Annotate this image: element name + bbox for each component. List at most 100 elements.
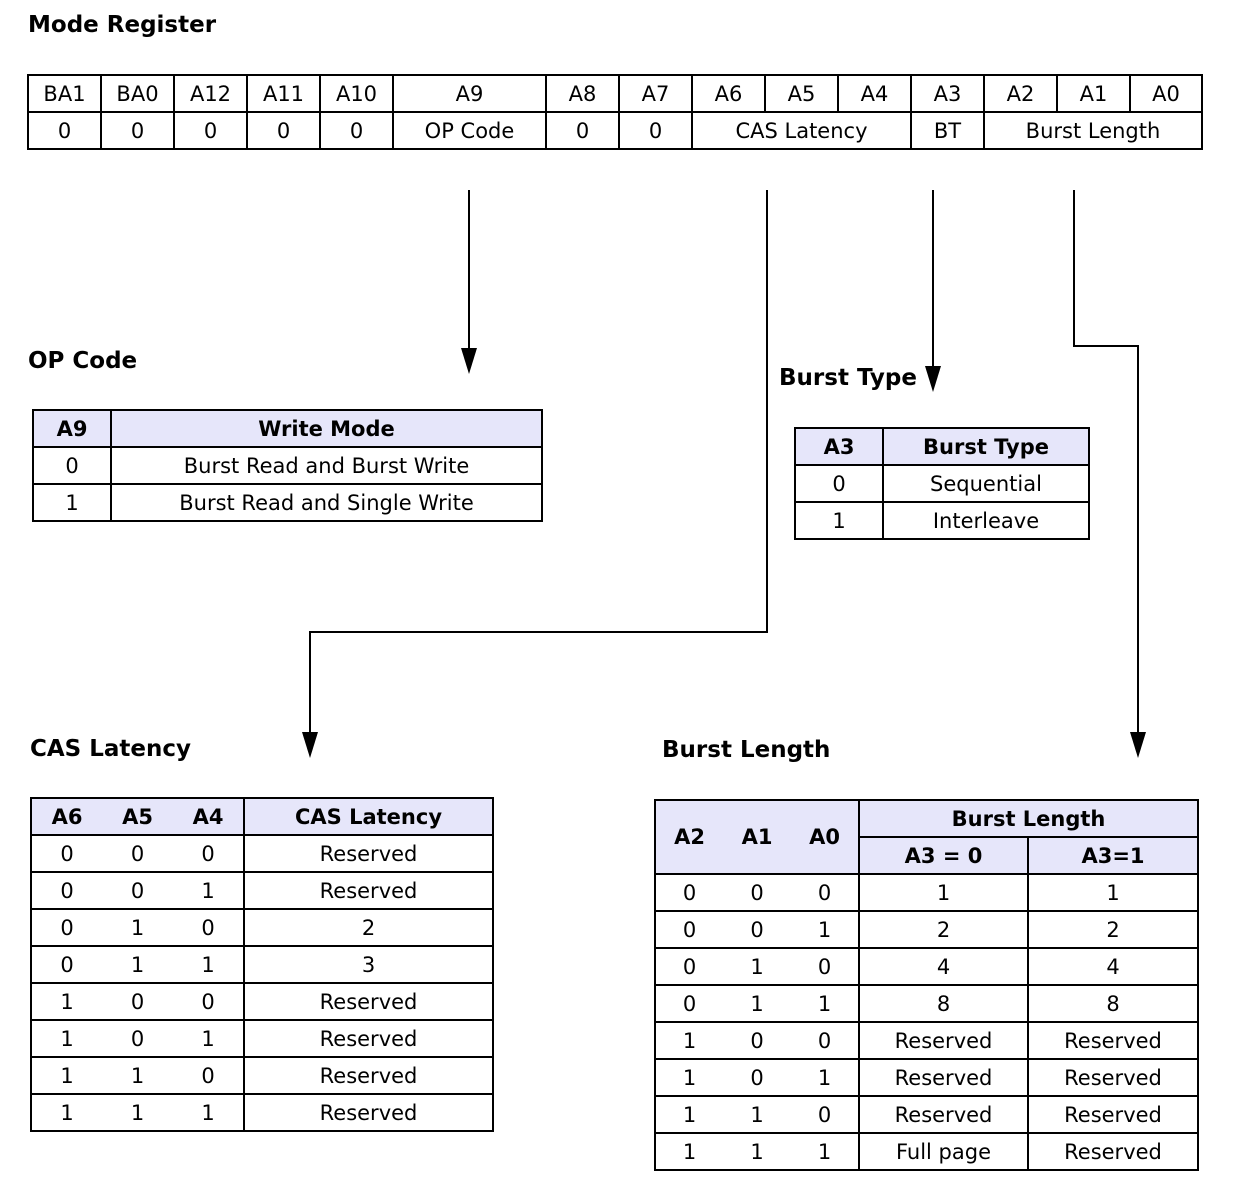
- cas-latency-row-cell: 0: [30, 945, 102, 984]
- cas-latency-row-cell: 0: [30, 908, 102, 947]
- cas-latency-row-cell: 1: [102, 1093, 173, 1132]
- burst-length-row-cell: 1: [858, 873, 1029, 912]
- burst-length-row-cell: Full page: [858, 1132, 1029, 1171]
- burst-length-row-cell: Reserved: [858, 1021, 1029, 1060]
- cas-latency-row-cell: 3: [243, 945, 494, 984]
- burst-type-row-cell: Interleave: [882, 501, 1090, 540]
- cas-latency-row-cell: 0: [173, 982, 245, 1021]
- mode-bit-ba0: BA0: [100, 74, 175, 113]
- cas-latency-row-cell: Reserved: [243, 1093, 494, 1132]
- burst-length-row-cell: Reserved: [1026, 1021, 1200, 1060]
- mode-bit-a1: A1: [1056, 74, 1131, 113]
- burst-length-row-cell: 0: [723, 910, 791, 949]
- mode-value-cell: OP Code: [392, 111, 547, 150]
- burst-length-row-cell: 0: [791, 947, 860, 986]
- bl-header-a1: A1: [723, 799, 791, 875]
- bl-header-a0: A0: [791, 799, 860, 875]
- burst-length-row-cell: 0: [791, 1021, 860, 1060]
- cas-latency-row-cell: 1: [30, 1019, 102, 1058]
- burst-length-row-cell: 0: [723, 1058, 791, 1097]
- op-code-row-cell: 0: [32, 446, 112, 485]
- burst-length-row-cell: 1: [723, 1095, 791, 1134]
- mode-value-cell: BT: [910, 111, 985, 150]
- burst-type-header-a3: A3: [794, 427, 884, 466]
- cas-latency-row-cell: 0: [173, 908, 245, 947]
- mode-bit-a8: A8: [545, 74, 620, 113]
- cas-header-a4: A4: [173, 797, 245, 836]
- mode-bit-a4: A4: [837, 74, 912, 113]
- mode-value-cell: Burst Length: [983, 111, 1203, 150]
- burst-length-row-cell: Reserved: [1026, 1132, 1200, 1171]
- mode-bit-a7: A7: [618, 74, 693, 113]
- cas-latency-row-cell: 1: [30, 1056, 102, 1095]
- burst-length-row-cell: 1: [723, 947, 791, 986]
- cas-latency-row-cell: Reserved: [243, 1056, 494, 1095]
- burst-type-row-cell: 1: [794, 501, 884, 540]
- cas-latency-row-cell: 1: [173, 1093, 245, 1132]
- cas-latency-row-cell: 1: [173, 871, 245, 910]
- cas-latency-title: CAS Latency: [30, 736, 192, 762]
- cas-header-a6: A6: [30, 797, 102, 836]
- burst-length-row-cell: 4: [858, 947, 1029, 986]
- cas-latency-row-cell: 1: [102, 908, 173, 947]
- burst-length-row-cell: 8: [1026, 984, 1200, 1023]
- burst-type-arrowhead-icon: [925, 366, 941, 392]
- burst-length-row-cell: Reserved: [1026, 1058, 1200, 1097]
- op-code-header-row: A9 Write Mode: [32, 409, 543, 448]
- cas-latency-row-cell: 1: [30, 1093, 102, 1132]
- cas-latency-row-cell: 1: [173, 945, 245, 984]
- burst-length-row-cell: 0: [654, 873, 723, 912]
- burst-length-row-cell: 1: [791, 984, 860, 1023]
- cas-header-latency: CAS Latency: [243, 797, 494, 836]
- burst-length-row-cell: 4: [1026, 947, 1200, 986]
- bl-header-group: Burst Length: [857, 799, 1200, 838]
- cas-latency-row-cell: Reserved: [243, 1019, 494, 1058]
- burst-length-row-cell: 1: [654, 1132, 723, 1171]
- burst-length-row-cell: 2: [1026, 910, 1200, 949]
- mode-bit-a0: A0: [1129, 74, 1203, 113]
- mode-bit-a3: A3: [910, 74, 985, 113]
- burst-length-row-cell: 1: [723, 1132, 791, 1171]
- burst-length-row-cell: 0: [791, 873, 860, 912]
- burst-type-row-cell: 0: [794, 464, 884, 503]
- burst-length-row-cell: 0: [654, 910, 723, 949]
- mode-bit-a2: A2: [983, 74, 1058, 113]
- burst-length-arrowhead-icon: [1130, 732, 1146, 758]
- op-code-row-cell: Burst Read and Burst Write: [110, 446, 543, 485]
- mode-value-cell: 0: [618, 111, 693, 150]
- burst-type-row-cell: Sequential: [882, 464, 1090, 503]
- burst-length-row-cell: 2: [858, 910, 1029, 949]
- cas-latency-row-cell: 1: [102, 1056, 173, 1095]
- bl-header-a3-1: A3=1: [1026, 836, 1200, 875]
- mode-value-cell: 0: [319, 111, 394, 150]
- op-code-row-cell: Burst Read and Single Write: [110, 483, 543, 522]
- cas-header-a5: A5: [102, 797, 173, 836]
- mode-bit-a5: A5: [764, 74, 839, 113]
- cas-latency-row-cell: 0: [30, 834, 102, 873]
- burst-length-row-cell: 1: [791, 1058, 860, 1097]
- burst-length-row-cell: 0: [654, 947, 723, 986]
- burst-length-title: Burst Length: [662, 737, 831, 763]
- cas-latency-row-cell: Reserved: [243, 871, 494, 910]
- burst-length-row-cell: 0: [654, 984, 723, 1023]
- burst-length-row-cell: 0: [723, 873, 791, 912]
- cas-latency-arrowhead-icon: [302, 732, 318, 758]
